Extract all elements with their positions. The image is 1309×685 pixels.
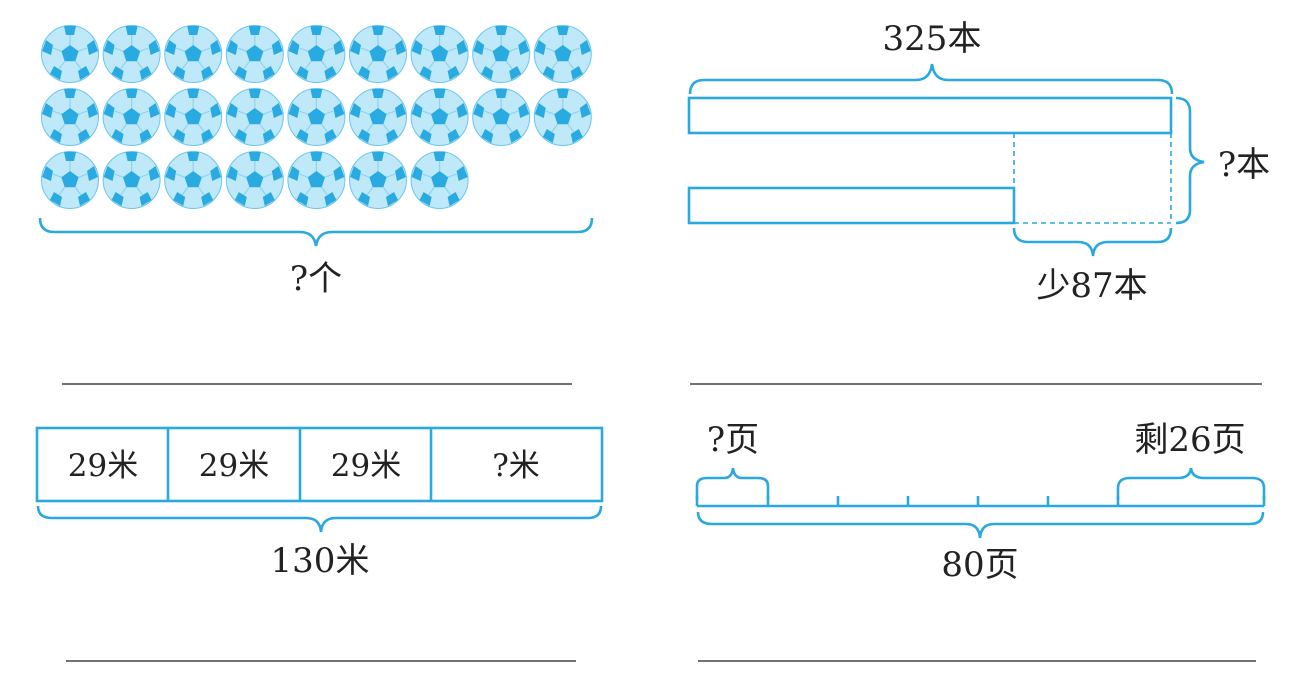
balls-total-label: ?个 bbox=[290, 259, 342, 299]
soccer-ball-icon bbox=[472, 87, 531, 147]
soccer-ball-icon bbox=[410, 24, 469, 84]
ribbon-total-label: 130米 bbox=[271, 541, 370, 581]
books-bar-long bbox=[687, 96, 1173, 135]
soccer-ball-icon bbox=[225, 24, 284, 84]
books-top-brace bbox=[688, 63, 1174, 95]
ball-grid bbox=[40, 24, 592, 210]
books-sum-brace bbox=[1175, 96, 1205, 225]
pages-total-label: 80页 bbox=[941, 545, 1018, 585]
soccer-ball-icon bbox=[533, 24, 592, 84]
ribbon-segment-label: 29米 bbox=[199, 448, 269, 484]
pages-right-label: 剩26页 bbox=[1134, 420, 1245, 460]
soccer-ball-icon bbox=[225, 87, 284, 147]
soccer-ball-icon bbox=[225, 150, 284, 210]
ribbon-total-brace bbox=[36, 505, 603, 533]
soccer-ball-icon bbox=[40, 150, 100, 210]
soccer-ball-icon bbox=[287, 87, 346, 147]
soccer-ball-icon bbox=[287, 150, 346, 210]
soccer-ball-icon bbox=[102, 24, 161, 84]
soccer-ball-icon bbox=[164, 150, 223, 210]
soccer-ball-icon bbox=[102, 150, 161, 210]
ribbon-segment-label: 29米 bbox=[331, 448, 401, 484]
soccer-ball-icon bbox=[287, 24, 346, 84]
ribbon-outline bbox=[35, 426, 604, 503]
books-problem: 325本 ?本 少87本 bbox=[687, 19, 1270, 385]
ribbon-problem: 29米 29米 29米 ?米 130米 bbox=[35, 426, 604, 662]
books-sum-label: ?本 bbox=[1218, 145, 1270, 185]
ribbon-segment-label: 29米 bbox=[68, 448, 138, 484]
pages-left-label: ?页 bbox=[707, 420, 759, 460]
soccer-ball-icon bbox=[348, 24, 408, 84]
soccer-ball-icon bbox=[410, 87, 469, 147]
soccer-ball-icon bbox=[348, 150, 408, 210]
soccer-ball-icon bbox=[40, 24, 100, 84]
ribbon-segment-label: ?米 bbox=[492, 448, 540, 484]
soccer-ball-icon bbox=[348, 87, 408, 147]
soccer-ball-icon bbox=[164, 87, 223, 147]
soccer-ball-icon bbox=[410, 150, 469, 210]
books-bar-short bbox=[687, 186, 1016, 225]
soccer-ball-icon bbox=[40, 87, 100, 147]
balls-problem: ?个 bbox=[38, 24, 594, 385]
pages-right-brace bbox=[1116, 467, 1266, 500]
pages-left-brace bbox=[695, 467, 770, 500]
pages-total-brace bbox=[696, 511, 1265, 539]
books-less-label: 少87本 bbox=[1036, 266, 1147, 306]
pages-problem: ?页 剩26页 80页 bbox=[695, 420, 1266, 662]
soccer-ball-icon bbox=[164, 24, 223, 84]
soccer-ball-icon bbox=[533, 87, 592, 147]
soccer-ball-icon bbox=[102, 87, 161, 147]
soccer-ball-icon bbox=[472, 24, 531, 84]
books-less-brace bbox=[1012, 227, 1173, 257]
books-total-label: 325本 bbox=[883, 19, 982, 59]
balls-total-brace bbox=[38, 217, 594, 247]
